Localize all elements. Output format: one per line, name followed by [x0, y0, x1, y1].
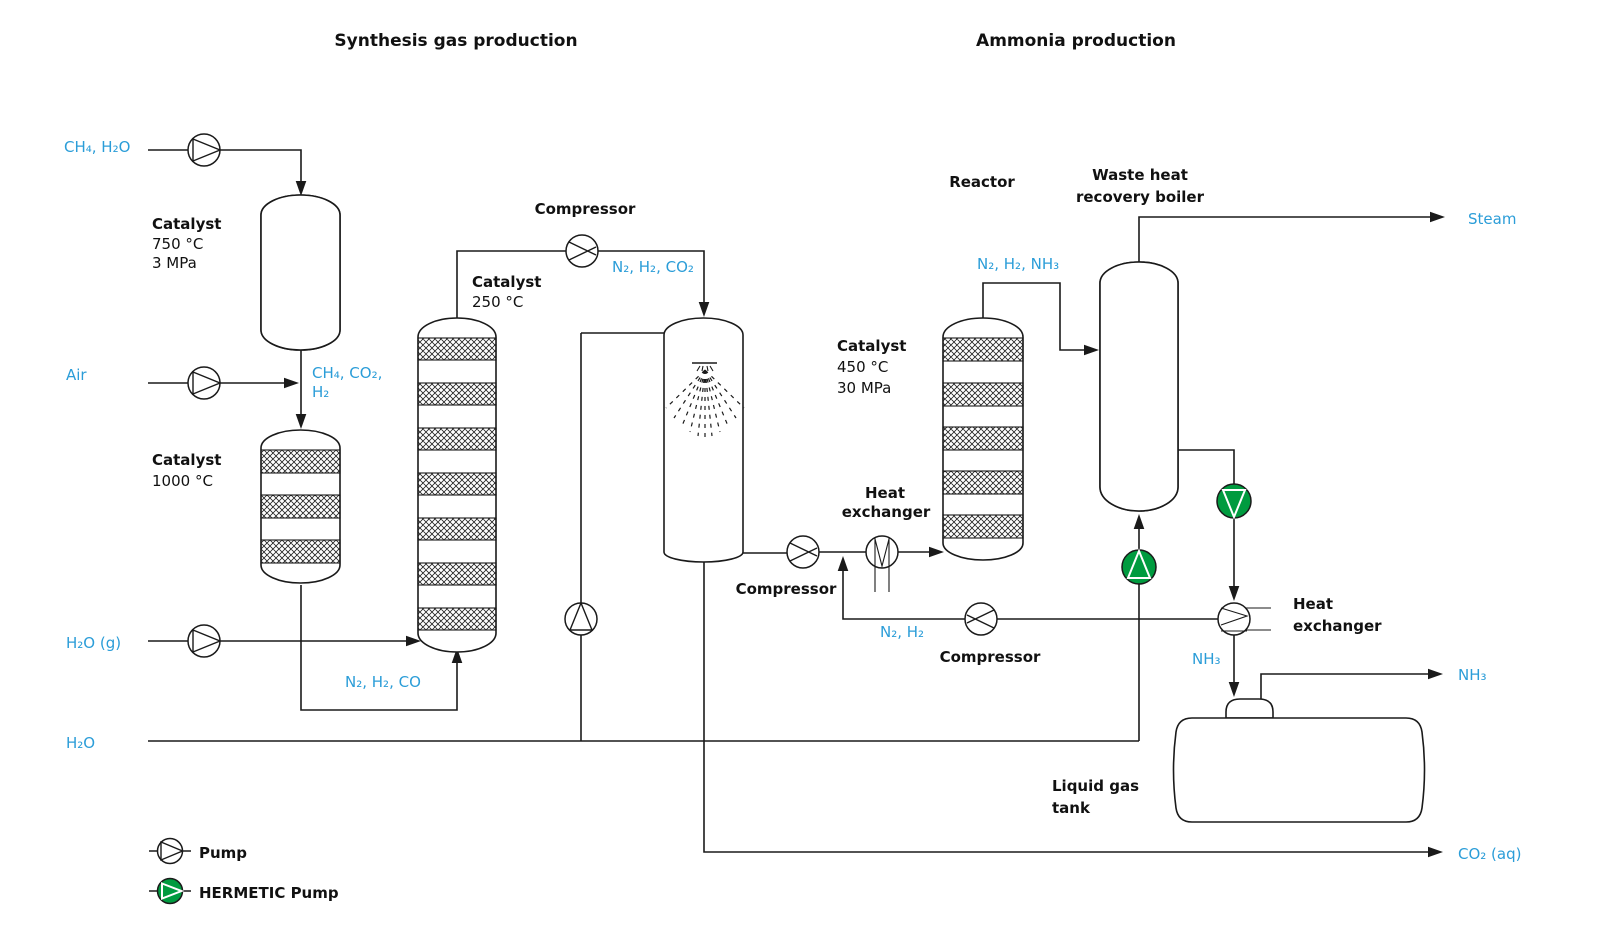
- pump-h2o-g: [187, 624, 222, 658]
- label-catalyst-750-line3: 3 MPa: [152, 254, 197, 272]
- compressor-recycle-icon: [964, 602, 998, 636]
- label-reactor: Reactor: [949, 173, 1015, 191]
- spray-nozzle-icon: [665, 365, 745, 437]
- stream-label-nh3-liquid: NH₃: [1192, 650, 1221, 668]
- label-waste-heat-boiler-line1: Waste heat: [1092, 166, 1188, 184]
- label-compressor-recycle: Compressor: [940, 648, 1041, 666]
- stream-label-n2-h2-co: N₂, H₂, CO: [345, 673, 421, 691]
- compressor-top-icon: [565, 234, 599, 268]
- waste-heat-boiler-vessel: [1099, 261, 1179, 512]
- hermetic-pump-condensate: [1216, 483, 1252, 520]
- ammonia-reactor-vessel: [942, 317, 1024, 561]
- compressor-mid-icon: [786, 535, 820, 569]
- liquid-gas-tank: [1172, 698, 1426, 823]
- label-catalyst-450-line2: 450 °C: [837, 358, 888, 376]
- label-waste-heat-boiler-line2: recovery boiler: [1076, 188, 1205, 206]
- stream-label-n2-h2-nh3: N₂, H₂, NH₃: [977, 255, 1059, 273]
- legend-hermetic-pump-label: HERMETIC Pump: [199, 884, 339, 902]
- label-heat-exchanger-1-line1: Heat: [865, 484, 905, 502]
- label-catalyst-750-line2: 750 °C: [152, 235, 203, 253]
- stream-label-ch4-co2-h2-line2: H₂: [312, 383, 329, 401]
- tank-cap: [1225, 698, 1274, 719]
- heat-exchanger-1-icon: [865, 535, 899, 592]
- shift-converter-column: [417, 317, 497, 653]
- pump-air: [187, 366, 222, 400]
- pipes: [148, 149, 1430, 853]
- label-catalyst-1000-line1: Catalyst: [152, 451, 221, 469]
- label-heat-exchanger-2-line1: Heat: [1293, 595, 1333, 613]
- title-ammonia: Ammonia production: [976, 31, 1176, 51]
- label-liquid-gas-tank-line2: tank: [1052, 799, 1091, 817]
- flow-arrows: [284, 181, 1445, 858]
- stream-label-steam: Steam: [1468, 210, 1516, 228]
- stream-label-n2-h2-co2: N₂, H₂, CO₂: [612, 258, 694, 276]
- label-catalyst-450-line3: 30 MPa: [837, 379, 891, 397]
- stream-label-ch4-co2-h2-line1: CH₄, CO₂,: [312, 364, 382, 382]
- hermetic-pump-boiler-feed: [1121, 548, 1157, 585]
- label-catalyst-250-line2: 250 °C: [472, 293, 523, 311]
- label-catalyst-250-line1: Catalyst: [472, 273, 541, 291]
- label-heat-exchanger-1-line2: exchanger: [842, 503, 931, 521]
- legend-pump-icon: [149, 837, 191, 865]
- stream-label-n2-h2: N₂, H₂: [880, 623, 924, 641]
- pump-spray-water: [564, 601, 598, 636]
- label-catalyst-750-line1: Catalyst: [152, 215, 221, 233]
- primary-reformer-vessel: [260, 194, 341, 351]
- label-liquid-gas-tank-line1: Liquid gas: [1052, 777, 1139, 795]
- stream-label-ch4-h2o: CH₄, H₂O: [64, 138, 130, 156]
- absorber-spray-column: [663, 317, 745, 563]
- legend: Pump HERMETIC Pump: [149, 837, 339, 905]
- heat-exchanger-2-icon: [1217, 602, 1271, 636]
- legend-hermetic-pump-icon: [149, 877, 191, 905]
- secondary-reformer-vessel: [260, 429, 341, 584]
- label-compressor-top: Compressor: [535, 200, 636, 218]
- legend-pump-label: Pump: [199, 844, 247, 862]
- pump-ch4-h2o: [187, 133, 222, 167]
- stream-label-h2o-g: H₂O (g): [66, 634, 121, 652]
- stream-label-nh3-out: NH₃: [1458, 666, 1487, 684]
- label-heat-exchanger-2-line2: exchanger: [1293, 617, 1382, 635]
- stream-label-h2o: H₂O: [66, 734, 95, 752]
- stream-label-air: Air: [66, 366, 87, 384]
- label-catalyst-1000-line2: 1000 °C: [152, 472, 213, 490]
- title-synthesis-gas: Synthesis gas production: [334, 31, 577, 51]
- label-compressor-mid: Compressor: [736, 580, 837, 598]
- stream-label-co2-aq: CO₂ (aq): [1458, 845, 1521, 863]
- label-catalyst-450-line1: Catalyst: [837, 337, 906, 355]
